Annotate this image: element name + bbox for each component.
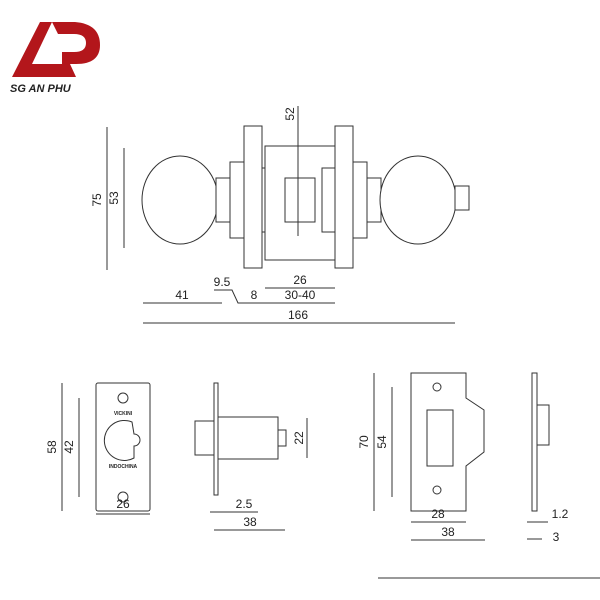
dim-38-latch: 38	[243, 515, 257, 529]
left-knob	[141, 155, 219, 245]
dim-3: 3	[553, 530, 560, 544]
dim-8: 8	[251, 288, 258, 302]
engraving-top: VICKINI	[114, 411, 133, 417]
dim-54: 54	[375, 435, 389, 449]
dim-58: 58	[45, 440, 59, 454]
dim-42: 42	[62, 440, 76, 454]
right-knob	[379, 155, 457, 245]
dim-26: 26	[293, 273, 307, 287]
latch-mechanism	[284, 177, 316, 223]
latch-faceplate-view: VICKINI INDOCHINA 58 42 26	[45, 382, 151, 515]
left-rose-collar	[229, 161, 245, 239]
dim-26-plate: 26	[116, 497, 130, 511]
logo-d-shape	[52, 22, 100, 64]
strike-edge	[531, 372, 538, 512]
thumb-turn	[454, 185, 470, 211]
strike-plate-view: 70 54 28 38	[357, 372, 485, 541]
brand-logo: SG AN PHU	[10, 22, 100, 95]
latch-plate-edge	[213, 382, 219, 496]
dim-2-5: 2.5	[236, 497, 253, 511]
knob-assembly-front-view: 75 53 52 26 41 9.5 8 30-40 166	[90, 106, 470, 324]
strike-side-view: 1.2 3	[527, 372, 569, 544]
strike-window	[426, 409, 454, 467]
bolt-opening	[103, 419, 141, 461]
latch-case	[217, 416, 279, 460]
strike-lip	[536, 404, 550, 446]
right-rose	[334, 125, 354, 269]
engraving-bottom: INDOCHINA	[109, 464, 138, 470]
logo-text: SG AN PHU	[10, 83, 72, 95]
dim-70: 70	[357, 435, 371, 449]
dim-28: 28	[431, 507, 445, 521]
dim-1-2: 1.2	[552, 507, 569, 521]
dim-22: 22	[292, 431, 306, 445]
logo-a-shape	[12, 22, 76, 77]
dim-166: 166	[288, 308, 308, 322]
dim-30-40: 30-40	[285, 288, 316, 302]
spindle-thread-right	[321, 167, 336, 233]
latch-side-view: 22 2.5 38	[194, 382, 308, 531]
latch-bolt	[194, 420, 215, 456]
left-rose	[243, 125, 263, 269]
dim-9-5: 9.5	[214, 275, 231, 289]
dim-41: 41	[175, 288, 189, 302]
dim-52: 52	[283, 107, 297, 121]
dim-38-strike: 38	[441, 525, 455, 539]
dim-53: 53	[107, 191, 121, 205]
left-knob-neck	[215, 177, 231, 223]
right-rose-collar	[352, 161, 368, 239]
dim-75: 75	[90, 193, 104, 207]
right-knob-neck	[366, 177, 382, 223]
